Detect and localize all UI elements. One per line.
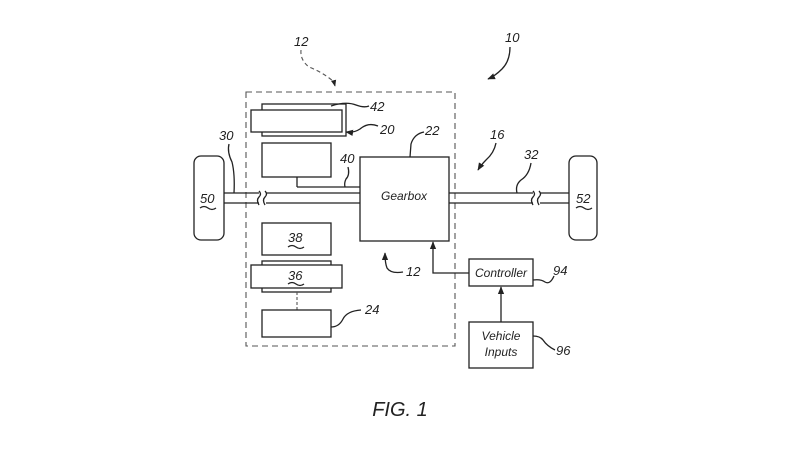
output-shaft-leader xyxy=(515,162,532,194)
powertrain-leader-top xyxy=(300,49,337,87)
gearbox-leader xyxy=(409,131,425,158)
electric-machine-rotor xyxy=(261,142,332,178)
engine-leader xyxy=(330,309,362,328)
rotor-element-ref: 42 xyxy=(370,99,385,114)
figure-caption: FIG. 1 xyxy=(372,399,428,421)
powertrain-boundary xyxy=(245,91,456,347)
powertrain-leader-bottom xyxy=(381,252,404,274)
electric-machine-leader xyxy=(345,123,379,136)
left-wheel-squiggle xyxy=(199,205,217,211)
left-wheel xyxy=(193,155,225,241)
vehicle-inputs-ref: 96 xyxy=(556,343,571,358)
connecting-shaft-leader xyxy=(344,166,350,188)
engine-ref: 24 xyxy=(364,302,379,317)
controller-block xyxy=(468,258,534,287)
clutch-squiggle xyxy=(287,281,305,287)
gearbox-ref: 22 xyxy=(424,123,440,138)
engine-block xyxy=(261,309,332,338)
powertrain-ref-bottom: 12 xyxy=(406,264,421,279)
output-ref: 16 xyxy=(490,127,505,142)
right-wheel-ref: 52 xyxy=(576,191,591,206)
input-shaft-ref: 30 xyxy=(219,128,234,143)
vehicle-inputs-leader xyxy=(532,335,556,351)
vehicle-inputs-label-line2: Inputs xyxy=(485,345,518,359)
controller-label: Controller xyxy=(475,266,528,280)
output-shaft-ref: 32 xyxy=(524,147,539,162)
battery-squiggle xyxy=(287,244,305,250)
controller-ref: 94 xyxy=(553,263,567,278)
rotor-element-leader xyxy=(330,102,370,108)
system-leader xyxy=(487,46,511,80)
gearbox-block xyxy=(359,156,450,242)
gearbox-label: Gearbox xyxy=(381,189,428,203)
right-wheel-squiggle xyxy=(575,205,593,211)
battery-block xyxy=(261,222,332,256)
electric-machine-stator xyxy=(250,109,343,133)
powertrain-ref-top: 12 xyxy=(294,34,309,49)
left-wheel-ref: 50 xyxy=(200,191,215,206)
connecting-shaft-ref: 40 xyxy=(340,151,355,166)
input-shaft-leader xyxy=(227,143,235,194)
output-leader xyxy=(477,142,497,171)
electric-machine-ref: 20 xyxy=(379,122,395,137)
controller-leader xyxy=(532,275,555,284)
clutch-block xyxy=(250,264,343,289)
input-shaft xyxy=(224,190,360,206)
battery-ref: 38 xyxy=(288,230,303,245)
system-ref: 10 xyxy=(505,30,520,45)
output-shaft xyxy=(449,190,569,206)
controller-to-gearbox-line xyxy=(429,241,469,274)
vehicle-inputs-block xyxy=(468,321,534,369)
vehicle-inputs-label-line1: Vehicle xyxy=(482,329,521,343)
right-wheel xyxy=(568,155,598,241)
clutch-ref: 36 xyxy=(288,268,303,283)
